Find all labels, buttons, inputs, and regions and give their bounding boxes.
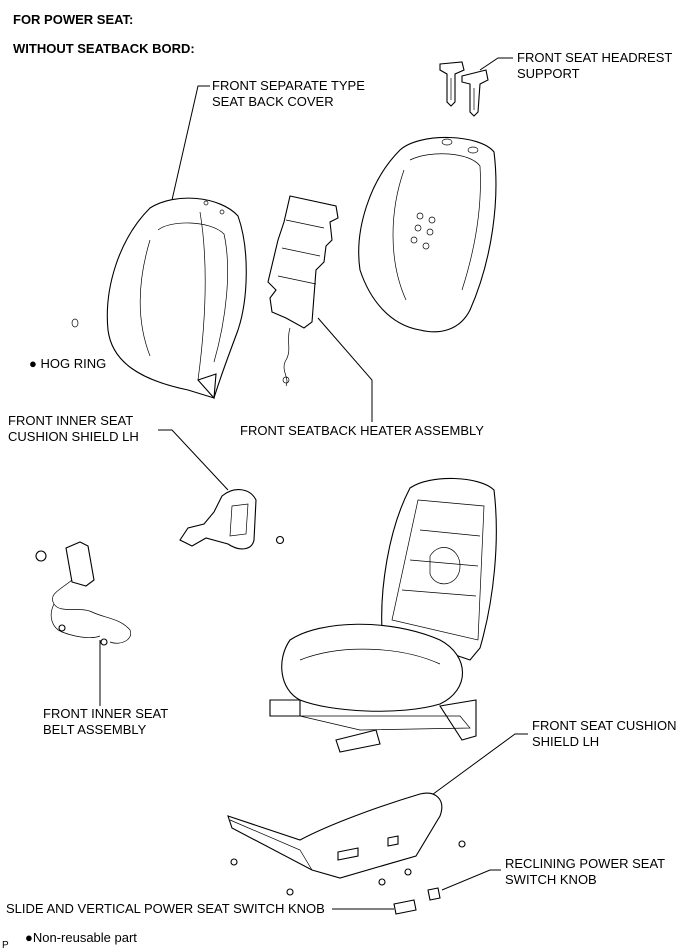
label-inner-cushion-shield: FRONT INNER SEAT CUSHION SHIELD LH (8, 413, 139, 445)
hog-ring-part (71, 318, 79, 328)
label-seatback-heater: FRONT SEATBACK HEATER ASSEMBLY (240, 423, 484, 438)
label-inner-seat-belt-line1: FRONT INNER SEAT (43, 706, 169, 721)
label-seat-back-cover-line1: FRONT SEPARATE TYPE (212, 78, 365, 93)
leader-lines (99, 57, 528, 910)
label-slide-knob: SLIDE AND VERTICAL POWER SEAT SWITCH KNO… (6, 901, 325, 916)
label-inner-cushion-shield-line2: CUSHION SHIELD LH (8, 429, 139, 444)
label-cushion-shield: FRONT SEAT CUSHION SHIELD LH (532, 718, 676, 750)
label-reclining-knob: RECLINING POWER SEAT SWITCH KNOB (505, 856, 665, 888)
label-headrest-support-line2: SUPPORT (517, 66, 580, 81)
label-cushion-shield-line2: SHIELD LH (532, 734, 600, 749)
label-headrest-support-line1: FRONT SEAT HEADREST (517, 50, 673, 65)
seat-frame-assembly (269, 477, 497, 753)
label-inner-seat-belt: FRONT INNER SEAT BELT ASSEMBLY (43, 706, 168, 738)
inner-cushion-shield-part (179, 489, 285, 550)
label-inner-seat-belt-line2: BELT ASSEMBLY (43, 722, 147, 737)
header-without-seatback-board: WITHOUT SEATBACK BORD: (13, 41, 195, 56)
label-hog-ring-text: HOG RING (40, 356, 107, 371)
legend-text: Non-reusable part (32, 930, 137, 945)
label-cushion-shield-line1: FRONT SEAT CUSHION (532, 718, 677, 733)
non-reusable-marker-icon: ● (29, 356, 37, 371)
inner-seat-belt-part (35, 541, 132, 646)
legend: ●Non-reusable part (25, 930, 137, 946)
seat-cushion-shield-part (227, 792, 466, 896)
reclining-switch-knob-part (427, 887, 441, 901)
seatback-heater-part (267, 195, 339, 387)
label-reclining-knob-line1: RECLINING POWER SEAT (505, 856, 666, 871)
label-reclining-knob-line2: SWITCH KNOB (505, 872, 597, 887)
label-seat-back-cover: FRONT SEPARATE TYPE SEAT BACK COVER (212, 78, 365, 110)
seat-back-cover-part (106, 197, 247, 400)
label-seat-back-cover-line2: SEAT BACK COVER (212, 94, 334, 109)
filled-circle-icon: ● (25, 930, 33, 945)
headrest-support-part (439, 61, 489, 117)
slide-switch-knob-part (393, 899, 417, 915)
header-power-seat: FOR POWER SEAT: (13, 12, 134, 27)
label-headrest-support: FRONT SEAT HEADREST SUPPORT (517, 50, 672, 82)
corner-mark: P (2, 940, 9, 951)
label-inner-cushion-shield-line1: FRONT INNER SEAT (8, 413, 134, 428)
label-hog-ring: ● HOG RING (29, 356, 106, 372)
seat-back-pad-part (358, 136, 497, 333)
